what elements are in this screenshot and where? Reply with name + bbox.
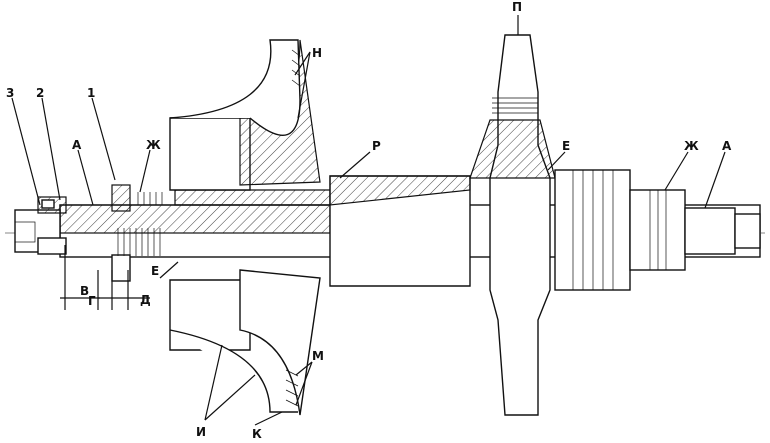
label-r: Р <box>372 139 381 153</box>
shaft-end-right <box>684 207 736 255</box>
shaft-seal-section <box>554 169 631 291</box>
nut-3-lower <box>37 237 67 255</box>
shaft-section-hatch <box>59 204 331 234</box>
impeller-inlet-lower <box>169 279 251 351</box>
label-3: 3 <box>6 86 14 100</box>
label-a-left: А <box>72 138 82 152</box>
label-g: Г <box>88 294 96 308</box>
impeller-blade-upper <box>169 39 301 136</box>
label-p: П <box>512 0 522 14</box>
leader-lines <box>11 15 726 426</box>
label-zh-left: Ж <box>146 138 161 152</box>
label-k: К <box>252 427 262 441</box>
turbine-blade-root <box>492 97 538 114</box>
label-v: В <box>80 284 89 298</box>
label-e-left: Е <box>151 264 159 278</box>
shaft-end-spline <box>14 221 36 243</box>
turbine-disc-hub-hatch <box>469 119 556 179</box>
shaft-journal <box>629 189 686 271</box>
ring-1 <box>111 184 131 212</box>
label-2: 2 <box>36 86 44 100</box>
labyrinth-teeth-left <box>117 192 163 256</box>
impeller-labyrinth-upper <box>291 49 301 87</box>
ring-1-lower <box>111 254 131 282</box>
label-m: М <box>312 349 324 363</box>
impeller-disc-lower <box>239 269 321 416</box>
impeller-blade-lower <box>169 329 298 413</box>
label-zh-right: Ж <box>684 139 699 153</box>
label-n: Н <box>312 46 322 60</box>
impeller-inlet-upper <box>169 117 251 191</box>
label-1: 1 <box>87 86 95 100</box>
lock-washer-2 <box>41 199 55 209</box>
label-i: И <box>196 425 206 439</box>
label-e-right: Е <box>562 139 570 153</box>
journal-grooves <box>649 190 667 270</box>
shaft-mid-hatch <box>329 175 471 206</box>
labyrinth-teeth-right <box>572 170 614 290</box>
label-d: Д <box>140 293 151 307</box>
impeller-hub <box>174 189 331 206</box>
label-a-right: А <box>722 139 732 153</box>
turbine-disc <box>489 34 551 416</box>
shaft-end-tip <box>734 213 761 249</box>
